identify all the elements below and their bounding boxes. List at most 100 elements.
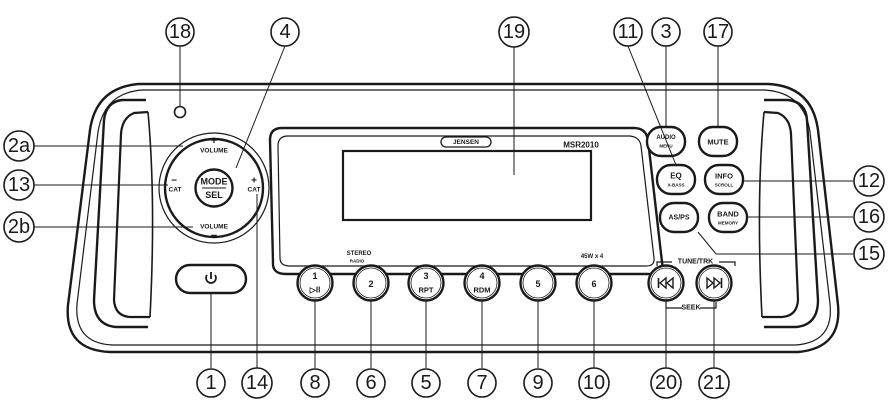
sel-label: SEL bbox=[205, 190, 223, 200]
svg-text:6: 6 bbox=[365, 372, 376, 394]
svg-text:3: 3 bbox=[423, 271, 428, 281]
volume-up-sign: + bbox=[211, 135, 217, 147]
callout-8: 8 bbox=[300, 368, 330, 398]
svg-text:20: 20 bbox=[655, 372, 677, 394]
svg-text:5: 5 bbox=[420, 372, 431, 394]
callout-10: 10 bbox=[578, 367, 610, 399]
svg-text:RPT: RPT bbox=[419, 286, 434, 295]
faceplate-outline bbox=[66, 82, 840, 354]
prev-track-icon bbox=[657, 276, 674, 290]
left-grip bbox=[92, 98, 154, 329]
svg-text:BAND: BAND bbox=[717, 210, 739, 219]
info-button[interactable]: INFO SCROLL bbox=[703, 163, 745, 196]
callout-7: 7 bbox=[467, 368, 497, 398]
svg-text:10: 10 bbox=[583, 372, 605, 394]
brand-logo: JENSEN bbox=[453, 139, 479, 146]
svg-text:12: 12 bbox=[858, 170, 880, 192]
tune-trk-bracket: TUNE/TRK bbox=[656, 259, 736, 266]
svg-text:AS/PS: AS/PS bbox=[668, 215, 689, 222]
callout-13: 13 bbox=[3, 169, 35, 201]
callout-21: 21 bbox=[698, 367, 730, 399]
volume-down-sign: − bbox=[211, 230, 217, 242]
mute-button[interactable]: MUTE bbox=[697, 125, 739, 158]
svg-text:MUTE: MUTE bbox=[707, 138, 728, 147]
display-window: JENSEN MSR2010 STEREO RADIO 45W x 4 bbox=[268, 126, 664, 276]
svg-text:4: 4 bbox=[479, 271, 484, 281]
svg-text:15: 15 bbox=[858, 243, 880, 265]
preset-2-button[interactable]: 2 bbox=[352, 264, 390, 302]
seek-bracket: SEEK bbox=[665, 302, 717, 312]
svg-text:13: 13 bbox=[8, 174, 30, 196]
preset-6-button[interactable]: 6 bbox=[575, 264, 613, 302]
callout-9: 9 bbox=[523, 368, 553, 398]
cat-right-label: CAT bbox=[248, 187, 261, 194]
callout-1: 1 bbox=[196, 368, 226, 398]
svg-text:16: 16 bbox=[858, 206, 880, 228]
callout-5: 5 bbox=[411, 368, 441, 398]
svg-text:▷II: ▷II bbox=[309, 286, 321, 295]
eq-button[interactable]: EQ X-BASS bbox=[655, 163, 697, 196]
brand-logo-badge bbox=[440, 136, 492, 148]
callout-2b: 2b bbox=[3, 211, 35, 243]
svg-text:2b: 2b bbox=[8, 216, 30, 238]
next-track-button[interactable] bbox=[695, 264, 733, 302]
callout-2a: 2a bbox=[3, 130, 35, 162]
mode-sel-button[interactable] bbox=[194, 168, 234, 208]
band-button[interactable]: BAND MEMORY bbox=[707, 201, 749, 234]
preset-1-button[interactable]: 1 ▷II bbox=[296, 264, 334, 302]
svg-text:5: 5 bbox=[535, 279, 540, 289]
svg-text:MEMORY: MEMORY bbox=[718, 221, 738, 226]
svg-text:AUDIO: AUDIO bbox=[656, 135, 676, 141]
svg-text:EQ: EQ bbox=[670, 172, 682, 181]
power-rating-label: 45W x 4 bbox=[581, 254, 604, 260]
svg-text:3: 3 bbox=[660, 21, 671, 43]
svg-text:INFO: INFO bbox=[715, 172, 733, 181]
svg-text:17: 17 bbox=[707, 21, 729, 43]
ir-sensor bbox=[173, 105, 187, 119]
callout-11: 11 bbox=[613, 17, 643, 47]
power-button[interactable] bbox=[174, 263, 248, 295]
power-icon bbox=[205, 272, 217, 284]
stereo-badge-line1: STEREO bbox=[347, 251, 372, 257]
callout-4: 4 bbox=[270, 17, 300, 47]
callout-6: 6 bbox=[356, 368, 386, 398]
as-ps-button[interactable]: AS/PS bbox=[658, 201, 700, 234]
volume-up-label: VOLUME bbox=[200, 148, 228, 155]
callout-leaders bbox=[34, 45, 853, 368]
svg-text:6: 6 bbox=[591, 279, 596, 289]
preset-4-button[interactable]: 4 RDM bbox=[463, 264, 501, 302]
next-track-icon bbox=[706, 276, 723, 290]
svg-text:1: 1 bbox=[312, 271, 317, 281]
svg-text:8: 8 bbox=[309, 372, 320, 394]
svg-text:9: 9 bbox=[532, 372, 543, 394]
prev-track-button[interactable] bbox=[647, 264, 685, 302]
svg-text:2: 2 bbox=[368, 279, 373, 289]
cat-left-sign: − bbox=[171, 176, 177, 187]
svg-text:MENU: MENU bbox=[659, 144, 672, 149]
lcd-screen bbox=[341, 149, 593, 222]
mode-label: MODE bbox=[201, 177, 228, 187]
volume-knob[interactable]: MODE SEL + VOLUME VOLUME − − CAT + CAT bbox=[158, 132, 270, 244]
cat-right-sign: + bbox=[251, 176, 257, 187]
cat-left-label: CAT bbox=[169, 187, 182, 194]
callout-15: 15 bbox=[853, 238, 885, 270]
preset-5-button[interactable]: 5 bbox=[519, 264, 557, 302]
callout-12: 12 bbox=[853, 165, 885, 197]
svg-text:RDM: RDM bbox=[473, 286, 490, 295]
svg-text:14: 14 bbox=[246, 372, 268, 394]
callout-3: 3 bbox=[651, 17, 681, 47]
callout-20: 20 bbox=[650, 367, 682, 399]
right-grip bbox=[758, 98, 820, 329]
volume-down-label: VOLUME bbox=[200, 224, 228, 231]
svg-text:11: 11 bbox=[618, 21, 639, 43]
model-label: MSR2010 bbox=[563, 141, 599, 150]
svg-text:21: 21 bbox=[703, 372, 725, 394]
preset-3-button[interactable]: 3 RPT bbox=[407, 264, 445, 302]
seek-label: SEEK bbox=[681, 305, 700, 312]
svg-text:18: 18 bbox=[169, 21, 191, 43]
svg-text:19: 19 bbox=[503, 21, 525, 43]
svg-text:2a: 2a bbox=[8, 135, 31, 157]
tune-trk-label: TUNE/TRK bbox=[678, 259, 713, 266]
callout-19: 19 bbox=[498, 16, 530, 48]
